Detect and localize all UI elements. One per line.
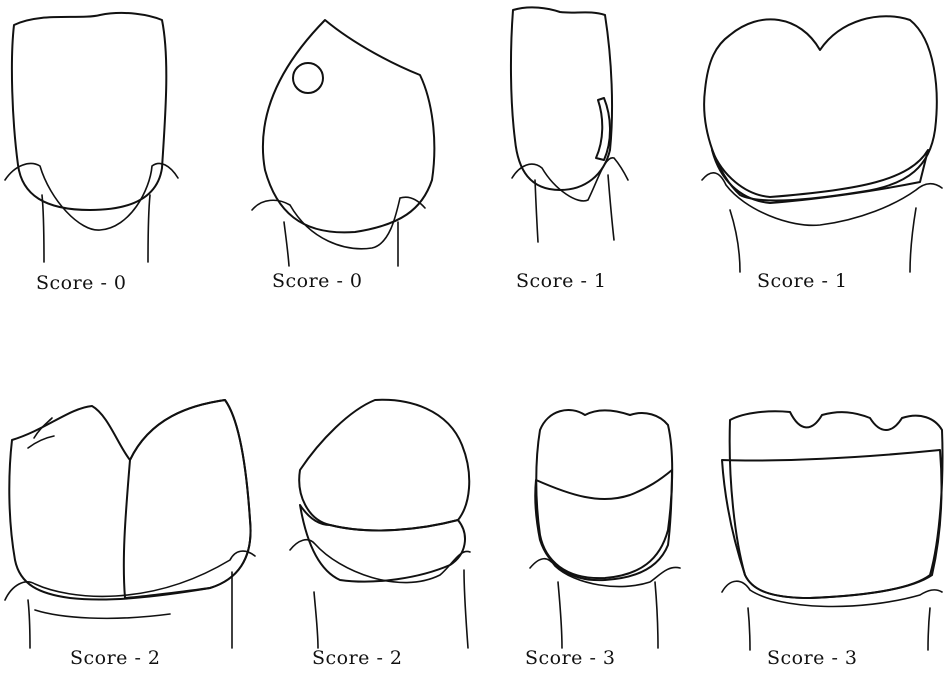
tooth-8-caption: Score - 3: [767, 647, 858, 669]
tooth-4-caption: Score - 1: [757, 270, 848, 292]
tooth-2-drawing: [252, 20, 434, 266]
tooth-3-drawing: [511, 7, 628, 242]
tooth-2-caption: Score - 0: [272, 270, 363, 292]
tooth-1-caption: Score - 0: [36, 272, 127, 294]
tooth-6-drawing: [290, 400, 470, 648]
tooth-5-caption: Score - 2: [70, 647, 161, 669]
tooth-3-caption: Score - 1: [516, 270, 607, 292]
tooth-4-drawing: [702, 16, 942, 272]
tooth-5-drawing: [5, 400, 255, 648]
tooth-1-drawing: [5, 13, 178, 262]
tooth-7-caption: Score - 3: [525, 647, 616, 669]
tooth-7-drawing: [530, 410, 680, 648]
tooth-8-drawing: [722, 411, 943, 650]
tooth-6-caption: Score - 2: [312, 647, 403, 669]
